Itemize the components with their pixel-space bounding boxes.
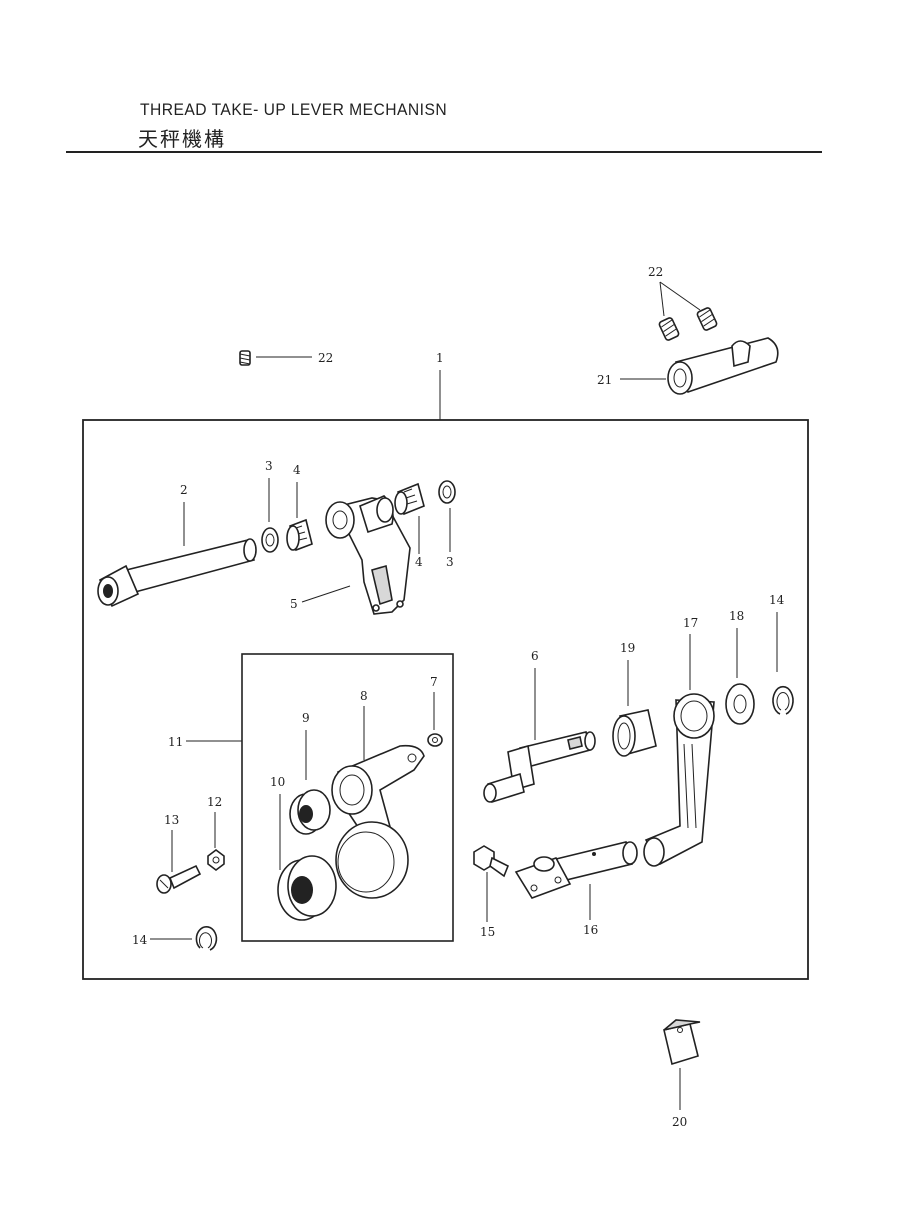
callout-2: 2	[180, 483, 188, 497]
part-20-block	[663, 1019, 701, 1066]
part-19-needle-bearing	[612, 709, 657, 757]
part-17-connecting-rod	[643, 693, 715, 867]
callout-4-left: 4	[293, 463, 301, 477]
callout-21: 21	[597, 373, 612, 387]
assembly-frame	[82, 419, 809, 980]
part-3-washer-left	[261, 527, 279, 553]
callout-17: 17	[683, 616, 698, 630]
part-22-set-screws-pair	[658, 307, 718, 341]
callout-1: 1	[436, 351, 444, 365]
header-rule	[66, 151, 822, 153]
part-13-stud-screw	[156, 864, 202, 894]
callout-7: 7	[430, 675, 438, 689]
part-4-needle-bearing-left	[286, 518, 313, 552]
callout-3-left: 3	[265, 459, 273, 473]
part-21-crank-collar	[667, 337, 779, 395]
page-title-chinese: 天秤機構	[138, 127, 226, 151]
callout-20: 20	[672, 1115, 687, 1129]
part-5-take-up-lever	[325, 495, 411, 615]
part-10-eccentric-cam	[277, 821, 409, 921]
callout-6: 6	[531, 649, 539, 663]
callout-10: 10	[270, 775, 285, 789]
part-14-retaining-ring-right	[772, 685, 794, 715]
callout-14-left: 14	[132, 933, 148, 947]
callout-3-right: 3	[446, 555, 454, 569]
part-12-nut	[207, 849, 225, 871]
callout-9: 9	[302, 711, 310, 725]
part-18-washer	[725, 683, 755, 725]
callout-11: 11	[168, 735, 183, 749]
page-title: THREAD TAKE- UP LEVER MECHANISN	[140, 100, 448, 119]
part-16-rod-link	[514, 841, 638, 899]
callout-13: 13	[164, 813, 179, 827]
part-2-shaft	[97, 538, 257, 608]
part-7-nut	[427, 733, 443, 747]
subassembly-frame	[241, 653, 454, 942]
part-22-set-screw-single	[239, 350, 312, 366]
callout-18: 18	[729, 609, 744, 623]
callout-16: 16	[583, 923, 598, 937]
part-9-bearing	[289, 789, 331, 835]
part-3-washer-right	[438, 480, 456, 504]
callout-4-right: 4	[415, 555, 423, 569]
callout-8: 8	[360, 689, 368, 703]
callout-14-right: 14	[769, 593, 785, 607]
callout-15: 15	[480, 925, 495, 939]
part-15-hinge-screw	[473, 845, 510, 878]
callout-12: 12	[207, 795, 222, 809]
callout-5: 5	[290, 597, 298, 611]
part-6-crank-shaft	[483, 731, 596, 804]
callout-19: 19	[620, 641, 635, 655]
callout-22-right: 22	[648, 265, 663, 279]
part-14-retaining-ring-left	[195, 926, 218, 951]
callout-22-left: 22	[318, 351, 333, 365]
part-4-needle-bearing-right	[394, 482, 425, 516]
